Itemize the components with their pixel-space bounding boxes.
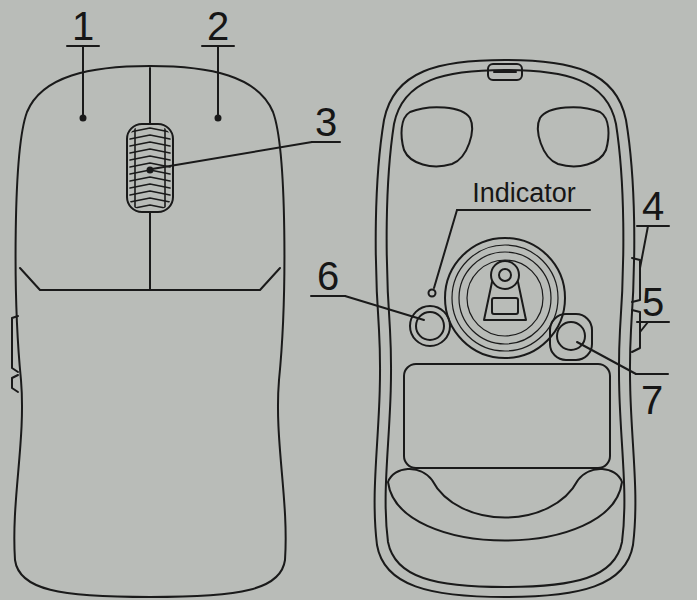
mouse-skate (388, 469, 622, 541)
usb-port (494, 71, 516, 73)
mouse-bottom-inner (386, 70, 625, 587)
wheel-rib (130, 128, 170, 132)
wheel-rib (130, 177, 170, 181)
sensor-lens (499, 269, 511, 281)
sensor-lens (484, 282, 526, 320)
wheel-rib (130, 149, 170, 153)
wheel-rib (130, 184, 170, 188)
usb-port (488, 64, 522, 80)
sensor (452, 245, 558, 351)
callout-number: 2 (198, 6, 238, 46)
side-button (632, 258, 640, 302)
wheel-rib (130, 191, 170, 195)
mouse-bottom-outline (375, 60, 636, 597)
button-6 (416, 312, 444, 340)
callout-number: 5 (633, 282, 673, 322)
wheel-rib (164, 126, 166, 210)
button-6 (410, 306, 450, 346)
callout-number: 6 (308, 256, 348, 296)
mouse-top-outline (14, 66, 285, 597)
button-7 (557, 322, 585, 350)
callout-number: 3 (306, 102, 346, 142)
mouse-skate (404, 364, 610, 468)
wheel-rib (130, 198, 170, 202)
wheel-rib (134, 126, 136, 210)
mouse-skate (538, 107, 608, 166)
sensor (445, 238, 565, 358)
sensor (467, 260, 543, 336)
callout-number: 1 (63, 6, 103, 46)
button-7 (550, 314, 592, 360)
button-edge (20, 268, 280, 290)
callout-number: 7 (632, 380, 672, 420)
side-button (632, 310, 640, 352)
indicator-light (429, 290, 436, 297)
callout-number: 4 (633, 186, 673, 226)
mouse-skate (402, 107, 472, 166)
side-button (12, 316, 18, 372)
wheel-rib (130, 156, 170, 160)
sensor-lens (492, 298, 518, 314)
part-label: Indicator (452, 180, 596, 207)
side-button (12, 375, 18, 392)
sensor (459, 252, 551, 344)
wheel-rib (130, 135, 170, 139)
leader-lines (67, 46, 669, 374)
scroll-wheel (127, 124, 173, 212)
sensor-lens (491, 261, 519, 289)
wheel-rib (130, 142, 170, 146)
wheel-rib (130, 205, 170, 209)
